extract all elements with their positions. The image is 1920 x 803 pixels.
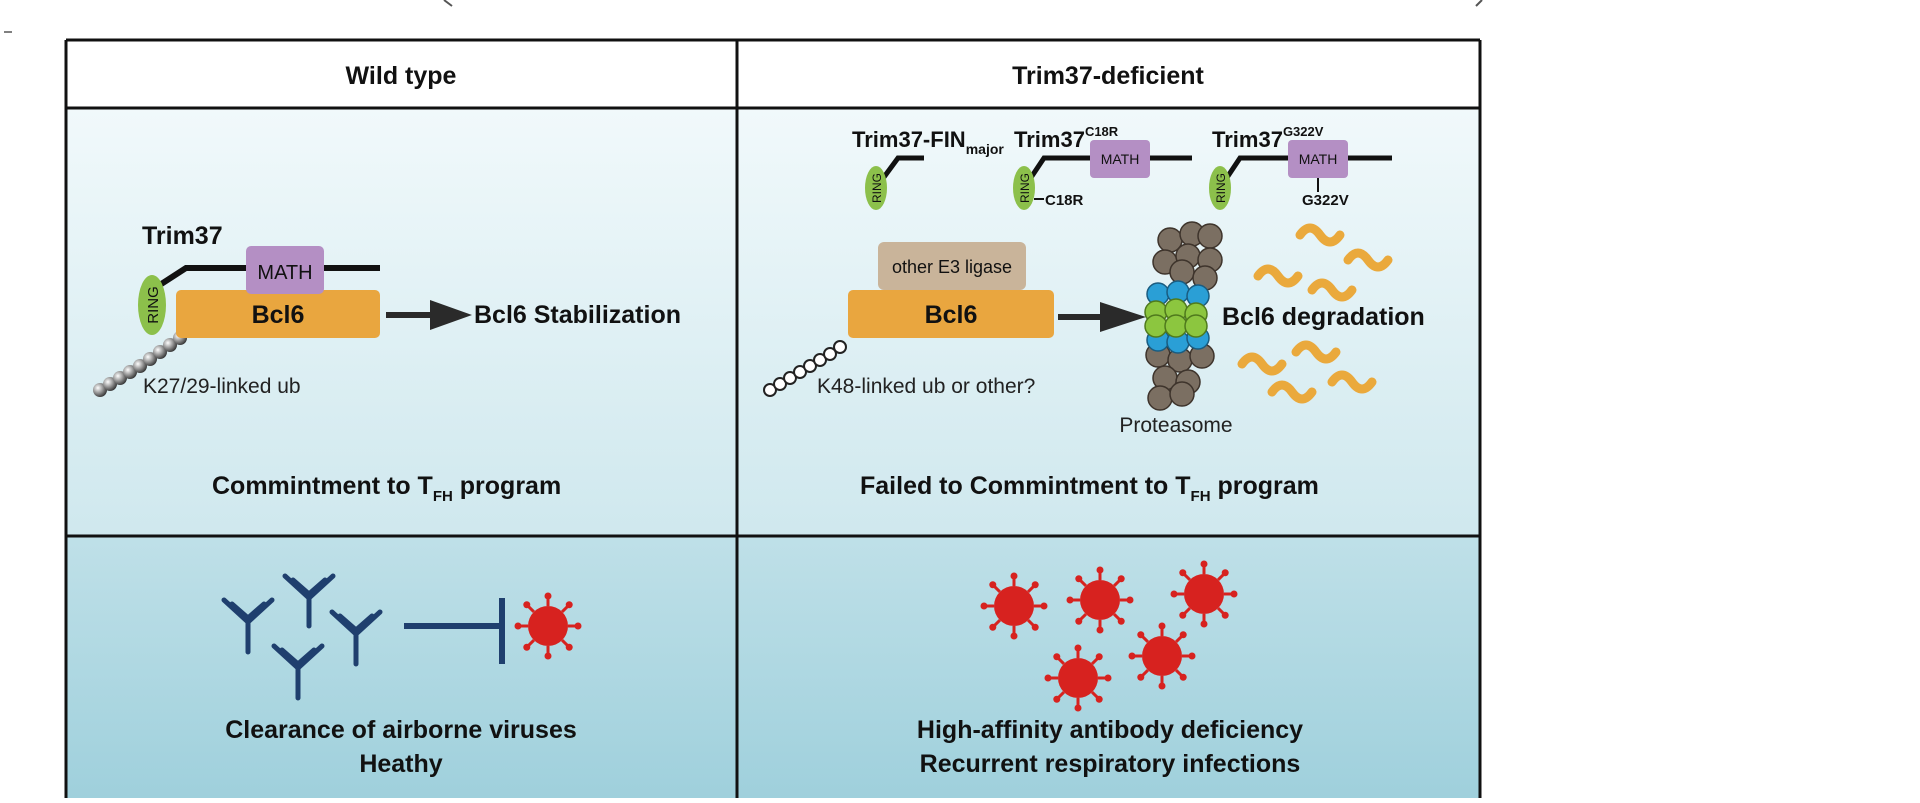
wt-trim37-label: Trim37: [142, 222, 223, 250]
fin-ring-domain: [865, 166, 887, 210]
c18r-label: Trim37C18R: [1014, 124, 1119, 152]
c18r-ring-domain: [1013, 166, 1035, 210]
viruses: [514, 560, 1238, 712]
virus-icon: [980, 572, 1048, 640]
virus-icon: [1044, 644, 1112, 712]
outcome-left-line1: Clearance of airborne viruses: [225, 716, 577, 744]
wt-arrow: [386, 300, 472, 330]
wt-math-label: MATH: [257, 262, 312, 284]
antibody-icon: [282, 573, 336, 629]
fin-major-label: Trim37-FINmajor: [852, 127, 1004, 157]
outcome-right-line1: High-affinity antibody deficiency: [917, 716, 1303, 744]
c18r-math-label: MATH: [1101, 151, 1140, 167]
wt-bcl6-label: Bcl6: [252, 301, 305, 329]
inhibition-bar: [404, 598, 505, 664]
g322v-site-label: G322V: [1302, 192, 1349, 209]
antibody-icon: [271, 643, 325, 701]
g322v-math-label: MATH: [1299, 151, 1338, 167]
wt-bcl6-box: [176, 290, 380, 338]
bcl6-fragments: [1237, 223, 1393, 404]
e3-ligase-box: [878, 242, 1026, 290]
c18r-ring-label: RING: [1018, 173, 1032, 203]
wt-math-domain: [246, 246, 324, 294]
mut-ub-label: K48-linked ub or other?: [817, 375, 1035, 398]
virus-icon: [1170, 560, 1238, 628]
outcome-right-line2: Recurrent respiratory infections: [920, 750, 1301, 778]
g322v-ring-label: RING: [1214, 173, 1228, 203]
antibody-icon: [329, 609, 383, 667]
outcome-left-line2: Heathy: [359, 750, 442, 778]
proteasome-label: Proteasome: [1119, 414, 1232, 437]
mut-ubiquitin-chain: [763, 340, 847, 397]
e3-ligase-label: other E3 ligase: [892, 257, 1012, 277]
mut-bcl6-box: [848, 290, 1054, 338]
wt-ubiquitin-chain: [93, 331, 187, 397]
g322v-label: Trim37G322V: [1212, 124, 1324, 152]
mut-result-label: Bcl6 degradation: [1222, 303, 1425, 331]
table-grid: [64, 38, 1482, 798]
g322v-math-domain: [1288, 140, 1348, 178]
antibodies: [221, 573, 383, 701]
virus-icon: [514, 592, 582, 660]
wt-ub-label: K27/29-linked ub: [143, 375, 301, 398]
mut-commitment: Failed to Commintment to TFH program: [860, 472, 1319, 505]
wt-commitment: Commintment to TFH program: [212, 472, 561, 505]
virus-icon: [1128, 622, 1196, 690]
wt-ring-label: RING: [145, 286, 162, 324]
c18r-site-label: C18R: [1045, 192, 1084, 209]
edge-mark: [1475, 0, 1483, 7]
header-row: [66, 40, 1480, 108]
virus-icon: [1066, 566, 1134, 634]
proteasome: [1144, 221, 1223, 411]
g322v-ring-domain: [1209, 166, 1231, 210]
header-trim37-deficient: Trim37-deficient: [1012, 62, 1204, 90]
wt-result-label: Bcl6 Stabilization: [474, 301, 681, 329]
mut-bcl6-label: Bcl6: [925, 301, 978, 329]
fin-ring-label: RING: [870, 173, 884, 203]
wt-ring-domain: [138, 275, 166, 335]
antibody-icon: [221, 597, 275, 655]
header-wild-type: Wild type: [346, 62, 457, 90]
edge-mark: [443, 0, 453, 7]
mut-arrow: [1058, 302, 1146, 332]
c18r-math-domain: [1090, 140, 1150, 178]
